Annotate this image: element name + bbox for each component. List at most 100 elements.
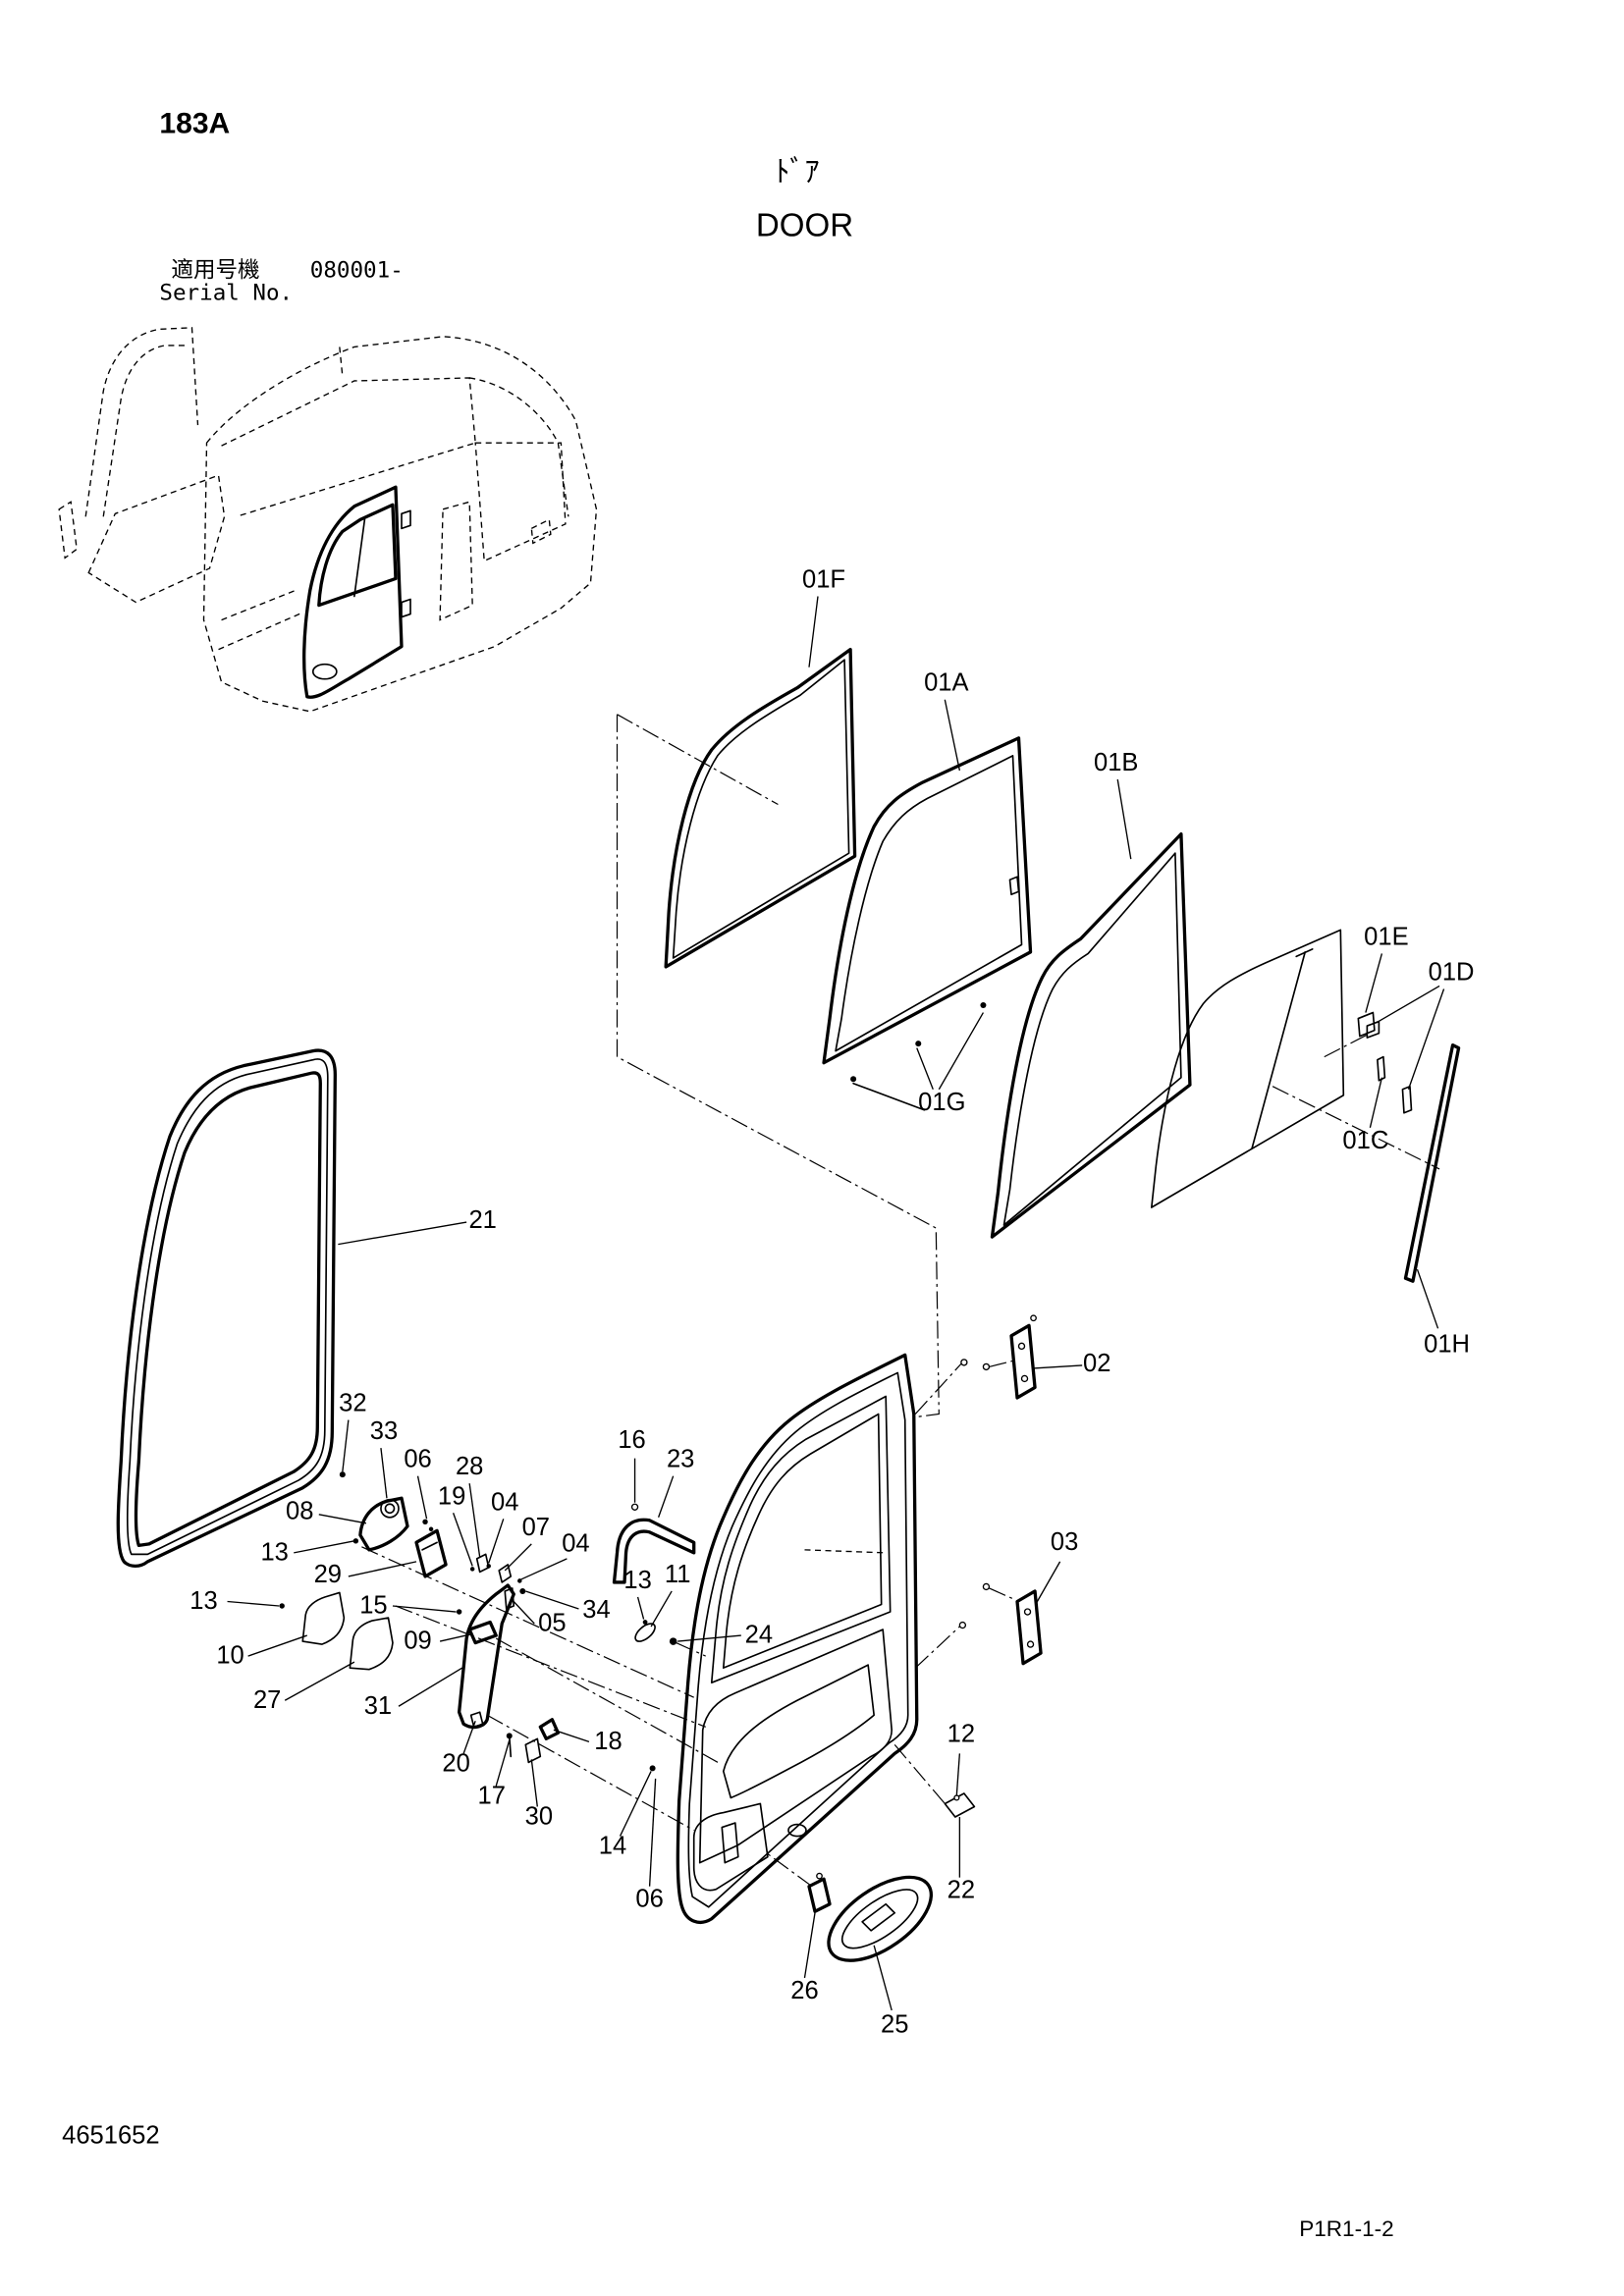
callout-22: 22 (947, 1877, 975, 1904)
leader-01g (916, 1012, 985, 1091)
part-18-bracket (538, 1718, 561, 1740)
callout-33: 33 (370, 1417, 398, 1445)
part-27-plate (349, 1617, 394, 1671)
cab-side-panel (439, 501, 473, 621)
serial-label-english: Serial No. (159, 280, 293, 305)
part-01e-bracket (1357, 1011, 1376, 1038)
cab-roof-line (221, 377, 476, 517)
machine-location-view (58, 327, 598, 713)
callout-13-a: 13 (260, 1538, 288, 1566)
cover-25-slot (861, 1902, 896, 1932)
cab-side-vent (530, 518, 552, 545)
leader-31 (398, 1667, 462, 1707)
boom-inner-line (102, 345, 187, 517)
part-29-lock-detail (421, 1541, 438, 1551)
part-13-screw-a (352, 1538, 359, 1544)
assembly-line-24 (676, 1642, 706, 1657)
boom-bracket (58, 501, 78, 560)
callout-04-b: 04 (562, 1529, 589, 1557)
callout-30: 30 (525, 1803, 553, 1831)
leader-33 (380, 1448, 388, 1499)
assembly-line-lock-b (395, 1605, 706, 1728)
cover-25-outer (827, 1875, 934, 1962)
assembly-line-lock-a (361, 1546, 694, 1698)
part-09-link (467, 1620, 498, 1645)
leader-01h (1416, 1268, 1439, 1329)
callout-08: 08 (286, 1497, 313, 1524)
cab-side-window (474, 442, 567, 562)
frame-01b-inner (1002, 852, 1182, 1226)
door-window-guide (804, 1549, 887, 1554)
leader-01d (1376, 985, 1445, 1090)
door-lower-panel (698, 1629, 893, 1864)
callout-24: 24 (745, 1622, 773, 1649)
part-23-grab-handle (612, 1518, 696, 1584)
leader-10 (247, 1634, 307, 1657)
door-highlight-handle (311, 663, 338, 680)
hinge-03-screw-a (982, 1582, 991, 1591)
part-03-lower-hinge (958, 1582, 1043, 1666)
leader-09 (439, 1632, 473, 1642)
front-box (87, 474, 226, 604)
hinge-02-hole-top (1017, 1342, 1026, 1351)
part-07-spacer (498, 1564, 513, 1583)
part-16-screw (630, 1503, 639, 1511)
callout-01h: 01H (1424, 1330, 1470, 1358)
part-17-screw-shank (508, 1735, 513, 1758)
callout-23: 23 (667, 1446, 694, 1473)
callout-18: 18 (594, 1728, 622, 1755)
frame-01a-outer (822, 736, 1033, 1065)
assembly-line-lock-c (495, 1637, 722, 1765)
assembly-line-01f (617, 714, 779, 806)
callout-01g: 01G (918, 1089, 965, 1116)
leader-13-a (294, 1540, 355, 1554)
leader-19 (452, 1513, 473, 1567)
leader-05 (512, 1599, 535, 1625)
part-20-clip (469, 1711, 484, 1729)
strip-01h-outline (1403, 1042, 1461, 1283)
leader-01b (1116, 778, 1132, 860)
callout-09: 09 (404, 1628, 431, 1655)
leader-04-b (520, 1558, 568, 1580)
leader-20 (462, 1721, 476, 1754)
callout-10: 10 (216, 1642, 244, 1670)
part-26-latch (807, 1877, 832, 1913)
callout-17: 17 (477, 1782, 505, 1809)
door-outer (676, 1353, 919, 1924)
page-reference: P1R1-1-2 (1299, 2216, 1394, 2241)
part-28-clip (475, 1553, 490, 1574)
door-latch-slot (721, 1822, 739, 1864)
glass-01f-outer (664, 647, 857, 969)
leader-15 (392, 1605, 457, 1613)
door-highlight-divider (353, 518, 366, 598)
part-31-strip (457, 1583, 515, 1730)
leader-13-c (636, 1596, 645, 1620)
hinge-02-hole-bottom (1020, 1374, 1029, 1383)
leader-04-a (488, 1519, 505, 1564)
callout-25: 25 (881, 2011, 908, 2039)
door-window-inner (722, 1413, 883, 1669)
callout-01e: 01E (1364, 923, 1408, 950)
leader-27 (284, 1661, 355, 1701)
part-06-pin-b (428, 1526, 434, 1532)
callout-31: 31 (364, 1692, 392, 1720)
lock-cluster (279, 1471, 561, 1764)
assembly-line-lock-d (486, 1714, 695, 1832)
assembly-line-02 (914, 1360, 1013, 1415)
assembly-line-22 (893, 1743, 946, 1804)
callout-13-c: 13 (623, 1567, 651, 1594)
leader-21 (338, 1221, 467, 1246)
callout-26: 26 (790, 1977, 818, 2004)
callout-28: 28 (456, 1453, 483, 1480)
callout-12: 12 (947, 1720, 975, 1747)
drawing-number: 4651652 (62, 2121, 159, 2149)
door-highlight-outline (302, 485, 404, 699)
leader-lines (227, 596, 1445, 2011)
leader-03 (1035, 1561, 1061, 1604)
callout-01c: 01C (1342, 1127, 1388, 1154)
leader-23 (657, 1475, 675, 1519)
part-01c-clip (1377, 1055, 1386, 1082)
leader-01a (944, 699, 961, 772)
callout-21: 21 (468, 1206, 496, 1234)
assembly-line-26 (767, 1853, 813, 1888)
